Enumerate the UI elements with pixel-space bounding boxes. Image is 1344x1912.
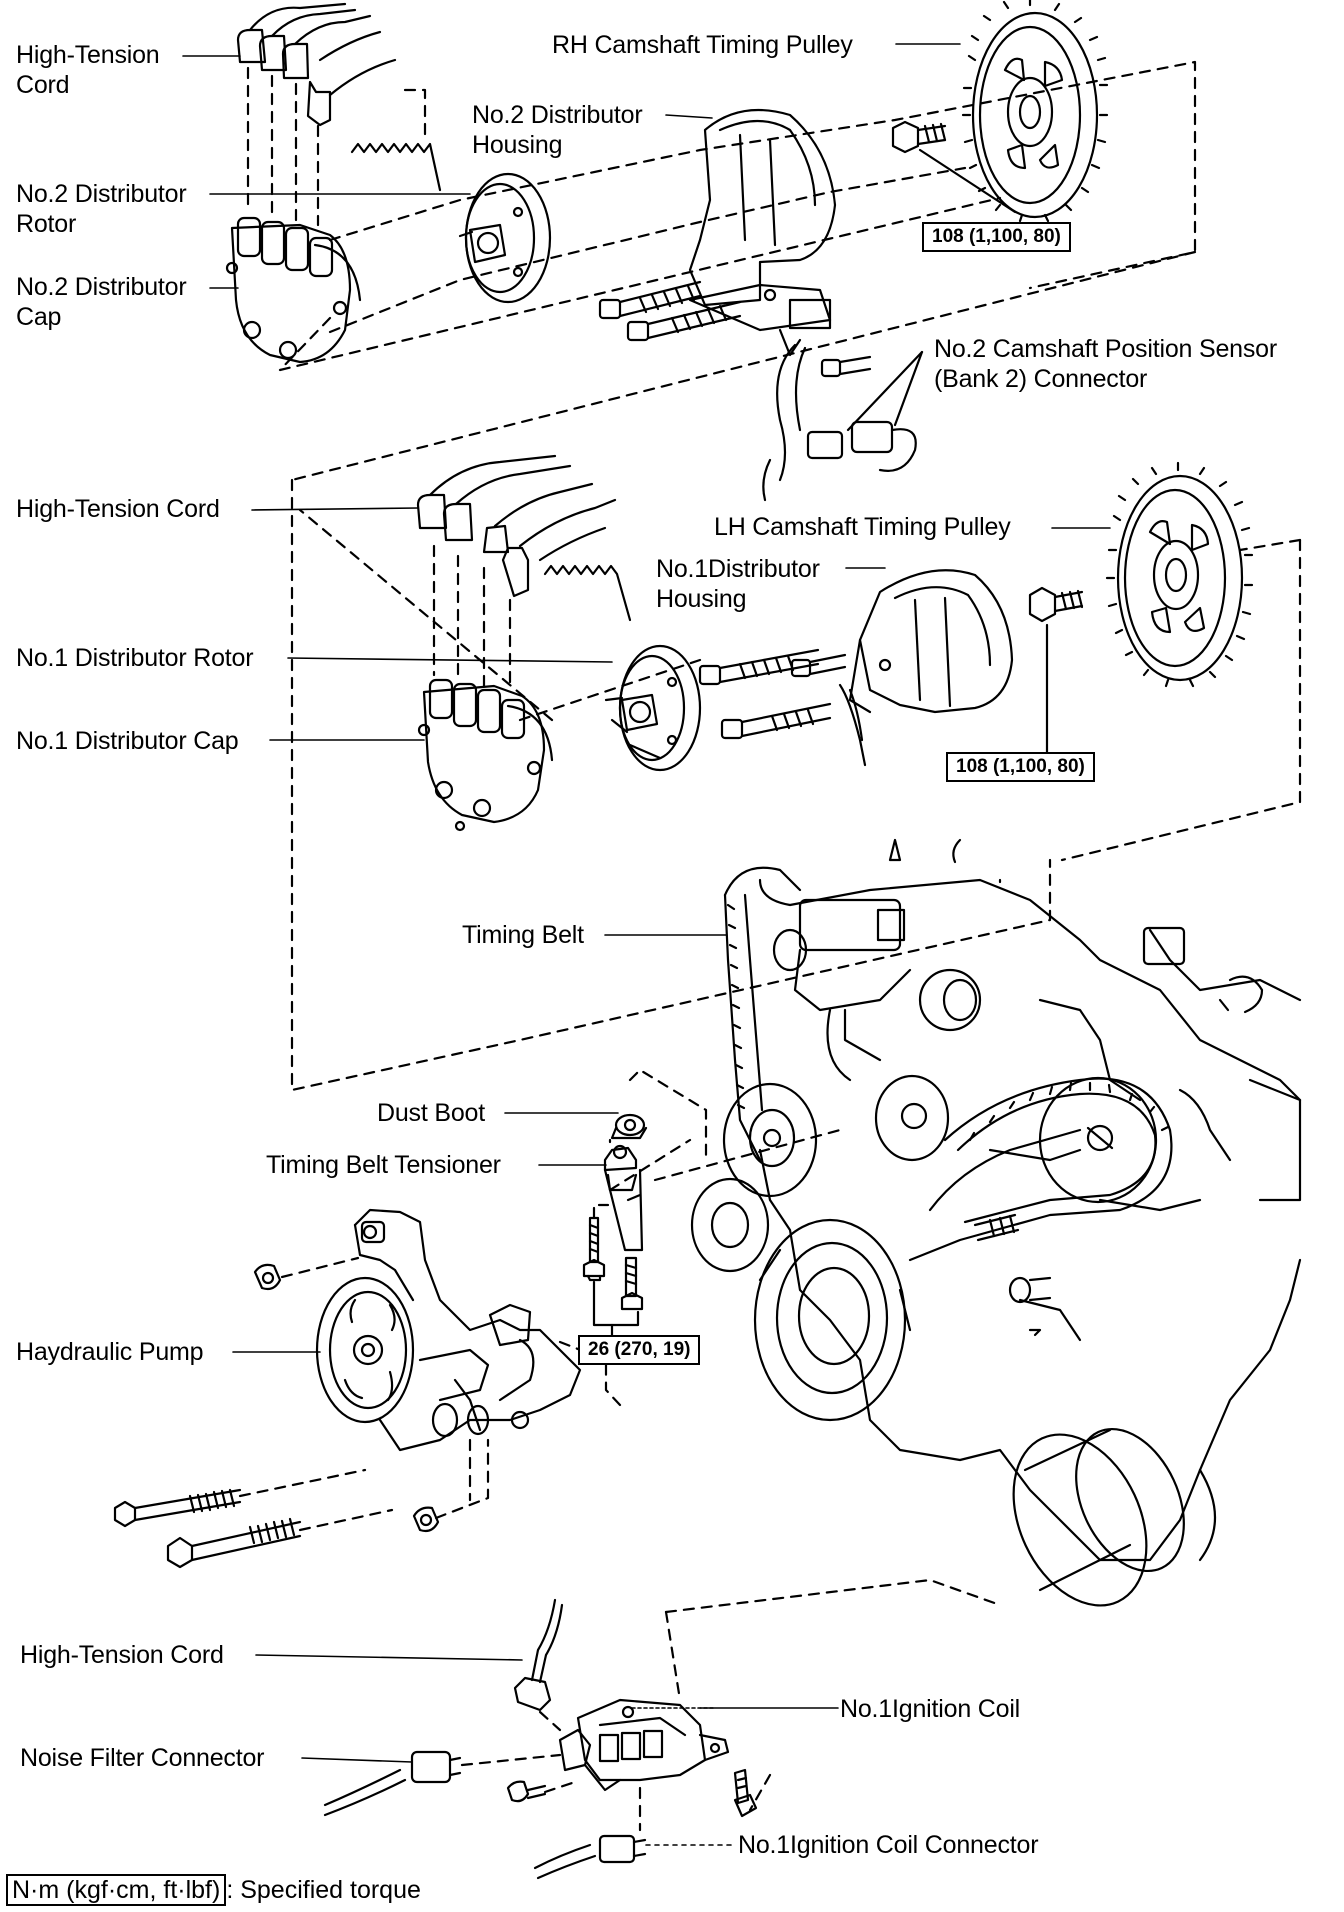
label-no1-ignition-coil-connector: No.1Ignition Coil Connector bbox=[738, 1831, 1039, 1859]
label-high-tension-cord-middle: High-Tension Cord bbox=[16, 495, 220, 523]
label-no2-distributor-rotor: No.2 Distributor Rotor bbox=[16, 179, 187, 239]
no2-housing-bolts bbox=[598, 280, 872, 378]
label-lh-camshaft-timing-pulley: LH Camshaft Timing Pulley bbox=[714, 513, 1011, 541]
label-line: (Bank 2) Connector bbox=[934, 365, 1148, 393]
label-noise-filter-connector: Noise Filter Connector bbox=[20, 1744, 265, 1772]
label-high-tension-cord-bottom: High-Tension Cord bbox=[20, 1641, 224, 1669]
label-dust-boot: Dust Boot bbox=[377, 1099, 485, 1127]
label-no1-ignition-coil: No.1Ignition Coil bbox=[840, 1695, 1021, 1723]
no2-distributor-rotor bbox=[458, 172, 552, 304]
pump-bolts bbox=[113, 1263, 440, 1569]
no2-sensor-leader-a bbox=[846, 350, 924, 432]
no2-distributor-cap bbox=[225, 216, 362, 364]
noise-filter-connector bbox=[323, 1750, 462, 1817]
oil-filter bbox=[1012, 1427, 1185, 1607]
label-no1-distributor-housing: No.1Distributor Housing bbox=[656, 554, 820, 614]
idler-pulleys bbox=[690, 1074, 950, 1273]
tensioner-torque-leader bbox=[592, 1280, 640, 1327]
no1-distributor-rotor bbox=[604, 644, 702, 772]
label-line: Cord bbox=[16, 71, 70, 99]
label-line: No.1Distributor bbox=[656, 555, 820, 583]
label-line: Housing bbox=[472, 131, 563, 159]
no2-sensor-leader-b bbox=[893, 350, 924, 427]
label-line: High-Tension bbox=[16, 41, 160, 69]
rh-pulley-bolt bbox=[891, 120, 947, 154]
no2-distributor-housing bbox=[688, 108, 837, 357]
no2-alignment-lines bbox=[278, 60, 1197, 482]
label-no2-distributor-cap: No.2 Distributor Cap bbox=[16, 272, 187, 332]
bottom-high-tension-cord bbox=[513, 1598, 564, 1712]
coil-screws bbox=[506, 1768, 758, 1818]
torque-lh-pulley-bolt: 108 (1,100, 80) bbox=[946, 752, 1095, 782]
engine-bolts bbox=[973, 1213, 1052, 1337]
no1-cord-guide-lines bbox=[432, 544, 512, 692]
torque-rh-pulley-bolt: 108 (1,100, 80) bbox=[922, 222, 1071, 252]
no1-high-tension-cords bbox=[416, 454, 617, 598]
no1-spring-wire bbox=[543, 564, 632, 622]
torque-tensioner-bolt: 26 (270, 19) bbox=[578, 1335, 701, 1365]
timing-belt-tensioner bbox=[603, 1144, 644, 1252]
legend-text: : Specified torque bbox=[226, 1876, 421, 1904]
label-line: Rotor bbox=[16, 210, 77, 238]
label-timing-belt-tensioner: Timing Belt Tensioner bbox=[266, 1151, 501, 1179]
ignition-coil-connector bbox=[533, 1834, 647, 1880]
engine-block-outline bbox=[758, 838, 1302, 1562]
no1-alignment-lines bbox=[290, 478, 1302, 1092]
label-line: Cap bbox=[16, 303, 62, 331]
no1-distributor-housing bbox=[838, 569, 1014, 767]
crankshaft-pulley bbox=[753, 1218, 912, 1422]
torque-legend: N·m (kgf·cm, ft·lbf): Specified torque bbox=[6, 1874, 421, 1906]
label-line: No.2 Distributor bbox=[472, 101, 643, 129]
ignition-coil bbox=[558, 1698, 730, 1792]
engine-alignment-line bbox=[608, 878, 1002, 1192]
label-no2-camshaft-position-sensor: No.2 Camshaft Position Sensor (Bank 2) C… bbox=[934, 334, 1277, 394]
camshaft-pulleys-on-engine bbox=[1038, 1076, 1158, 1204]
no2-spring-wire bbox=[350, 142, 442, 192]
no1-distributor-cap bbox=[417, 678, 554, 832]
label-no1-distributor-cap: No.1 Distributor Cap bbox=[16, 727, 239, 755]
label-line: No.2 Camshaft Position Sensor bbox=[934, 335, 1277, 363]
label-high-tension-cord-top: High-Tension Cord bbox=[16, 40, 160, 100]
coil-alignment-lines bbox=[460, 1578, 1002, 1832]
label-no2-distributor-housing: No.2 Distributor Housing bbox=[472, 100, 643, 160]
lh-camshaft-timing-pulley bbox=[1105, 461, 1254, 688]
rh-bolt-torque-leader bbox=[918, 148, 1017, 214]
legend-unit-box: N·m (kgf·cm, ft·lbf) bbox=[6, 1874, 227, 1906]
label-no1-distributor-rotor: No.1 Distributor Rotor bbox=[16, 644, 254, 672]
lh-pulley-bolt bbox=[1028, 586, 1084, 623]
hydraulic-pump bbox=[315, 1208, 582, 1452]
no1-housing-bolts bbox=[698, 648, 847, 740]
rh-camshaft-timing-pulley bbox=[961, 0, 1109, 223]
no2-cam-sensor-harness bbox=[762, 343, 917, 502]
pump-alignment-lines bbox=[238, 1256, 622, 1532]
label-rh-camshaft-timing-pulley: RH Camshaft Timing Pulley bbox=[552, 31, 853, 59]
label-leader-lines bbox=[182, 43, 1111, 1846]
label-hydraulic-pump: Haydraulic Pump bbox=[16, 1338, 204, 1366]
tensioner-bolts bbox=[582, 1216, 644, 1311]
label-line: Housing bbox=[656, 585, 747, 613]
water-pump-housing bbox=[772, 898, 982, 1082]
no2-high-tension-cords bbox=[236, 2, 397, 127]
dust-boot bbox=[610, 1113, 648, 1140]
label-line: No.2 Distributor bbox=[16, 180, 187, 208]
no2-cord-guide-lines bbox=[246, 66, 427, 227]
label-timing-belt: Timing Belt bbox=[462, 921, 584, 949]
label-line: No.2 Distributor bbox=[16, 273, 187, 301]
